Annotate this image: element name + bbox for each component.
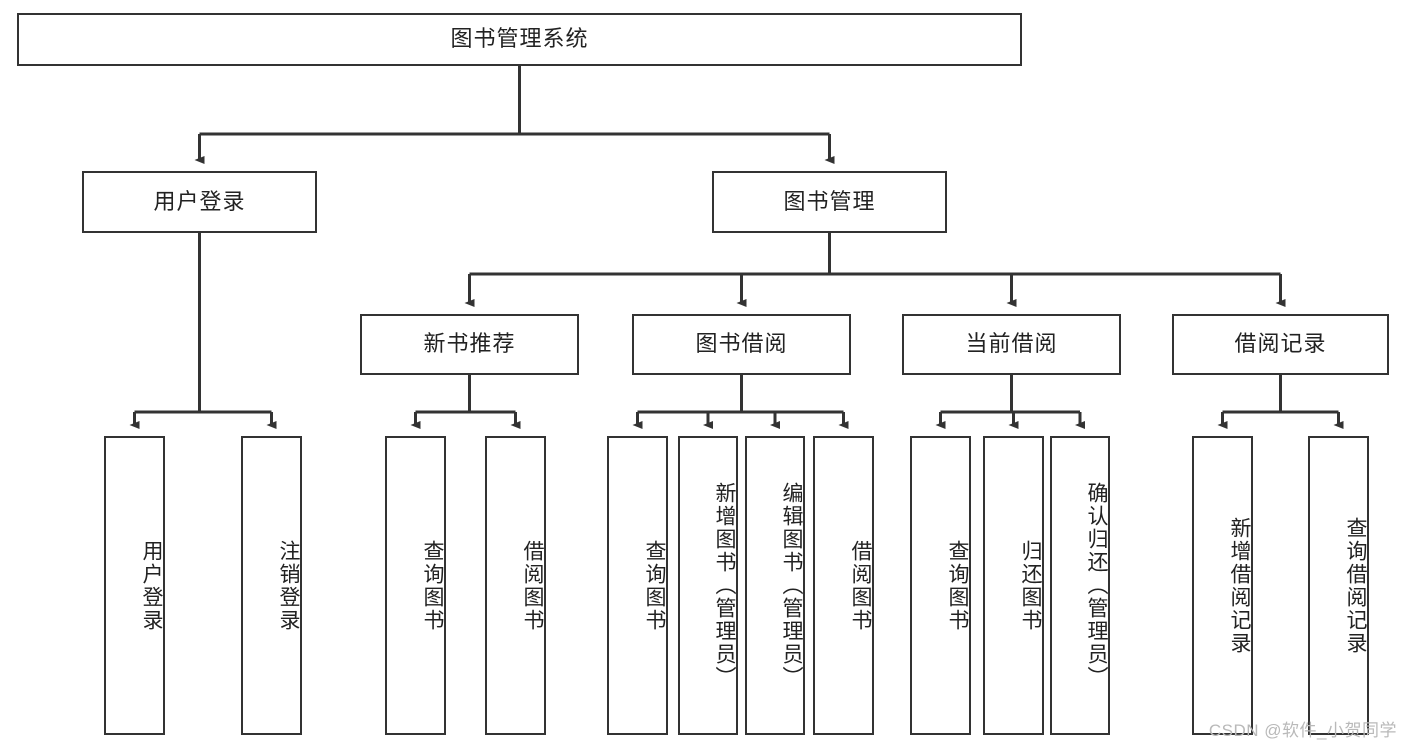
node-leaf4[interactable]: 借阅图书 — [485, 436, 546, 735]
node-leaf5[interactable]: 查询图书 — [607, 436, 668, 735]
node-label: 借阅记录 — [1234, 331, 1327, 357]
node-label: 新增借阅记录 — [1228, 516, 1251, 655]
node-label: 编辑图书（管理员） — [780, 482, 803, 689]
node-label: 查询图书 — [643, 539, 666, 632]
node-leaf8[interactable]: 借阅图书 — [813, 436, 874, 735]
node-bookmgmt[interactable]: 图书管理 — [712, 171, 947, 233]
node-leaf13[interactable]: 查询借阅记录 — [1308, 436, 1369, 735]
node-leaf11[interactable]: 确认归还（管理员） — [1050, 436, 1110, 735]
node-label: 注销登录 — [277, 539, 300, 632]
node-label: 查询图书 — [946, 539, 969, 632]
node-leaf2[interactable]: 注销登录 — [241, 436, 302, 735]
node-leaf9[interactable]: 查询图书 — [910, 436, 971, 735]
node-label: 新增图书（管理员） — [713, 482, 736, 689]
node-label: 借阅图书 — [521, 539, 544, 632]
node-label: 查询借阅记录 — [1344, 516, 1367, 655]
node-label: 用户登录 — [140, 539, 163, 632]
node-label: 归还图书 — [1019, 539, 1042, 632]
node-label: 当前借阅 — [965, 331, 1058, 357]
node-label: 查询图书 — [421, 539, 444, 632]
node-leaf1[interactable]: 用户登录 — [104, 436, 165, 735]
node-leaf3[interactable]: 查询图书 — [385, 436, 446, 735]
node-login[interactable]: 用户登录 — [82, 171, 317, 233]
node-label: 借阅图书 — [849, 539, 872, 632]
node-leaf10[interactable]: 归还图书 — [983, 436, 1044, 735]
node-leaf6[interactable]: 新增图书（管理员） — [678, 436, 738, 735]
node-leaf7[interactable]: 编辑图书（管理员） — [745, 436, 805, 735]
watermark-text: CSDN @软件_小贺同学 — [1208, 721, 1397, 740]
node-label: 图书管理 — [783, 188, 876, 214]
node-label: 新书推荐 — [423, 331, 516, 357]
node-label: 确认归还（管理员） — [1085, 482, 1108, 689]
node-leaf12[interactable]: 新增借阅记录 — [1192, 436, 1253, 735]
node-borrow[interactable]: 图书借阅 — [632, 314, 851, 375]
node-current[interactable]: 当前借阅 — [902, 314, 1121, 375]
node-label: 用户登录 — [153, 188, 246, 214]
node-label: 图书管理系统 — [450, 26, 589, 52]
node-root[interactable]: 图书管理系统 — [17, 13, 1022, 66]
node-records[interactable]: 借阅记录 — [1172, 314, 1389, 375]
node-label: 图书借阅 — [695, 331, 788, 357]
node-newbook[interactable]: 新书推荐 — [360, 314, 579, 375]
